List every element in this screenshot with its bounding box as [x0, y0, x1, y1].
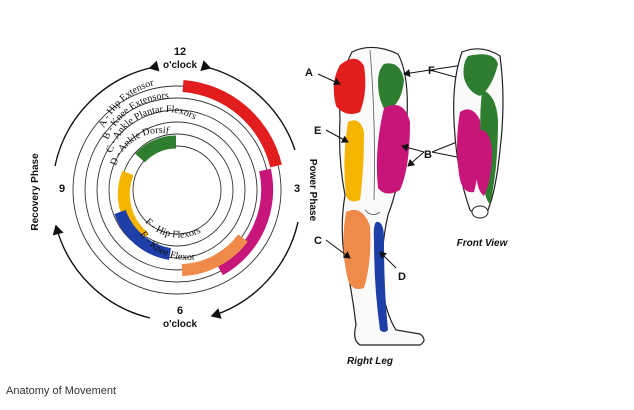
concentric-rings [72, 85, 282, 295]
power-upper-arc [200, 60, 296, 151]
recovery-lower-arc [52, 224, 151, 319]
three-label: 3 [294, 183, 300, 195]
front-view-label: Front View [457, 238, 509, 249]
knee-flexor-arc [114, 209, 172, 260]
ankle-dorsiflexors-arc [135, 135, 177, 163]
nine-label: 9 [59, 183, 65, 195]
front-quad-left-muscle [457, 109, 481, 193]
letter-f: F [428, 65, 435, 77]
ankle-plantar-flexors-arc [181, 234, 248, 276]
letter-a: A [305, 67, 313, 79]
hip-extensor-muscle [333, 58, 366, 114]
quadriceps-muscle [376, 105, 410, 194]
front-quad-right-muscle [475, 129, 492, 196]
knee-contour [364, 209, 381, 215]
muscle-letters: A E F B C D [305, 65, 435, 283]
power-phase-label: Power Phase [307, 159, 318, 222]
twelve-oclock-label: o'clock [163, 60, 197, 71]
right-leg-illustration: A E F B C D Right Leg [305, 46, 489, 367]
six-label: 6 [177, 305, 183, 317]
power-lower-arc [210, 221, 299, 319]
calf-muscle [343, 209, 371, 289]
shin-muscle [373, 221, 388, 332]
letter-d: D [398, 271, 406, 283]
letter-e: E [314, 125, 321, 137]
letter-c: C [314, 235, 322, 247]
figure-caption: Anatomy of Movement [6, 385, 117, 397]
letter-b: B [424, 149, 432, 161]
hamstring-muscle [344, 120, 364, 202]
knee-extensors-arc [216, 168, 274, 276]
phase-clock: A - Hip Extensor B - Knee Extensors C - … [0, 0, 318, 330]
six-oclock-label: o'clock [163, 319, 197, 330]
leg-contour [369, 49, 375, 201]
recovery-phase-label: Recovery Phase [30, 153, 41, 231]
hip-flexor-muscle [378, 63, 404, 112]
hip-extensor-arc [182, 80, 282, 168]
muscle-activity-arcs [114, 80, 282, 276]
twelve-label: 12 [174, 46, 186, 58]
front-view-illustration: Front View [453, 48, 509, 249]
right-leg-label: Right Leg [347, 356, 393, 367]
pointer-lines [317, 60, 489, 269]
kneecap [471, 205, 489, 219]
front-hip-flexor-muscle [463, 54, 498, 96]
recovery-upper-arc [54, 60, 160, 167]
